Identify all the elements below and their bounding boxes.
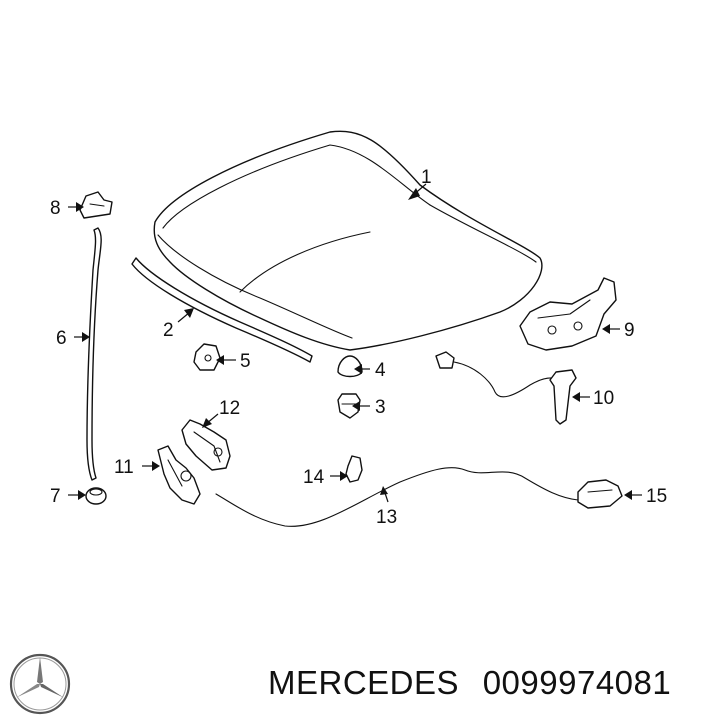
- part-prop-rod[interactable]: [86, 227, 102, 481]
- brand-name: MERCEDES: [268, 664, 460, 701]
- callout-6: 6: [56, 328, 67, 349]
- leader-lines: [68, 183, 642, 503]
- part-sensor-wire[interactable]: [435, 351, 577, 425]
- callout-12: 12: [219, 398, 240, 419]
- part-hood-latch[interactable]: [157, 445, 201, 505]
- callout-4: 4: [375, 360, 386, 381]
- part-number: 0099974081: [482, 664, 672, 701]
- part-grommet[interactable]: [85, 487, 107, 505]
- callout-7: 7: [50, 486, 61, 507]
- part-hood[interactable]: [153, 130, 543, 351]
- footer-caption: MERCEDES 0099974081: [268, 664, 671, 702]
- callout-8: 8: [50, 198, 61, 219]
- part-hinge[interactable]: [519, 277, 617, 351]
- callout-13: 13: [376, 507, 397, 528]
- part-latch-housing[interactable]: [181, 419, 231, 471]
- callout-10: 10: [593, 388, 614, 409]
- callout-15: 15: [646, 486, 667, 507]
- callout-1: 1: [421, 167, 432, 188]
- callout-3: 3: [375, 397, 386, 418]
- callout-9: 9: [624, 320, 635, 341]
- part-small-bracket[interactable]: [193, 343, 221, 371]
- part-release-cable[interactable]: [215, 467, 579, 527]
- callout-14: 14: [303, 467, 325, 488]
- part-release-handle[interactable]: [577, 479, 623, 509]
- mercedes-star-logo-icon: [9, 653, 71, 715]
- part-seal-strip[interactable]: [131, 257, 313, 363]
- part-buffer[interactable]: [337, 355, 363, 378]
- part-cable-clip[interactable]: [345, 455, 363, 483]
- callout-11: 11: [114, 457, 134, 478]
- part-upper-bracket[interactable]: [79, 191, 113, 219]
- callout-2: 2: [163, 320, 174, 341]
- callout-5: 5: [240, 351, 251, 372]
